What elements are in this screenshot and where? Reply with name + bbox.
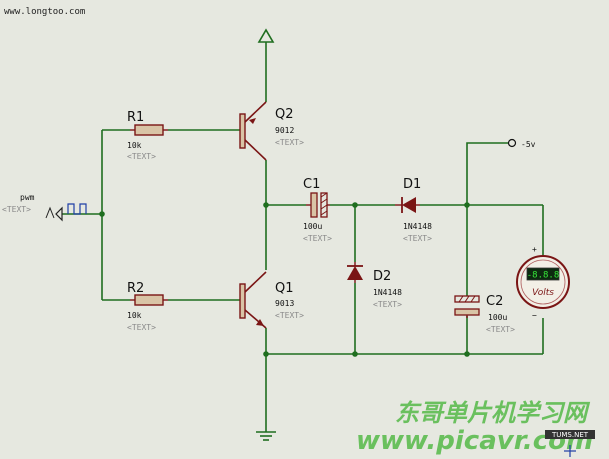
r2-value: 10k [127, 311, 142, 320]
q2-value: 9012 [275, 126, 294, 135]
supply-terminal: -5v [507, 138, 536, 149]
r1-ref: R1 [127, 110, 144, 125]
watermark: 东哥单片机学习网 www.picavr.com [356, 399, 593, 456]
r1-value: 10k [127, 141, 142, 150]
d1-placeholder: <TEXT> [403, 234, 432, 243]
junctions [99, 202, 470, 357]
ground-icon [256, 431, 276, 441]
site-url: www.longtoo.com [4, 7, 85, 17]
c2-placeholder: <TEXT> [486, 325, 515, 334]
corner-mark-text: TUMS.NET [551, 431, 589, 439]
watermark-cn: 东哥单片机学习网 [395, 399, 591, 427]
voltmeter[interactable]: -8.8.8 Volts + − [516, 245, 570, 320]
c2-value: 100u [488, 313, 507, 322]
voltmeter-units: Volts [532, 288, 554, 298]
voltmeter-plus: + [532, 245, 537, 254]
diode-d2[interactable]: D2 1N4148 <TEXT> [347, 262, 402, 309]
d1-value: 1N4148 [403, 222, 432, 231]
r2-ref: R2 [127, 281, 144, 296]
power-terminal-icon [257, 28, 275, 43]
capacitor-c2[interactable]: C2 100u <TEXT> [454, 294, 515, 334]
q2-placeholder: <TEXT> [275, 138, 304, 147]
c1-ref: C1 [303, 177, 320, 192]
voltmeter-display: -8.8.8 [527, 271, 560, 281]
r2-placeholder: <TEXT> [127, 323, 156, 332]
capacitor-c1[interactable]: C1 100u <TEXT> [303, 177, 332, 243]
q1-value: 9013 [275, 299, 294, 308]
pwm-label: pwm [20, 193, 35, 202]
diode-d1[interactable]: D1 1N4148 <TEXT> [395, 177, 432, 243]
d2-ref: D2 [373, 269, 391, 284]
q1-placeholder: <TEXT> [275, 311, 304, 320]
transistor-q1[interactable]: Q1 9013 <TEXT> [239, 271, 304, 329]
c1-placeholder: <TEXT> [303, 234, 332, 243]
q2-ref: Q2 [275, 107, 294, 122]
r1-placeholder: <TEXT> [127, 152, 156, 161]
c2-ref: C2 [486, 294, 503, 309]
pwm-source: pwm <TEXT> [2, 193, 87, 222]
d2-value: 1N4148 [373, 288, 402, 297]
resistor-r2[interactable]: R2 10k <TEXT> [127, 281, 168, 332]
transistor-q2[interactable]: Q2 9012 <TEXT> [239, 101, 304, 161]
corner-mark: TUMS.NET [545, 430, 595, 457]
supply-label: -5v [521, 140, 536, 149]
resistor-r1[interactable]: R1 10k <TEXT> [127, 110, 168, 161]
q1-ref: Q1 [275, 281, 294, 296]
voltmeter-minus: − [532, 311, 537, 320]
wires [62, 42, 544, 432]
d2-placeholder: <TEXT> [373, 300, 402, 309]
d1-ref: D1 [403, 177, 421, 192]
c1-value: 100u [303, 222, 322, 231]
pwm-placeholder: <TEXT> [2, 205, 31, 214]
